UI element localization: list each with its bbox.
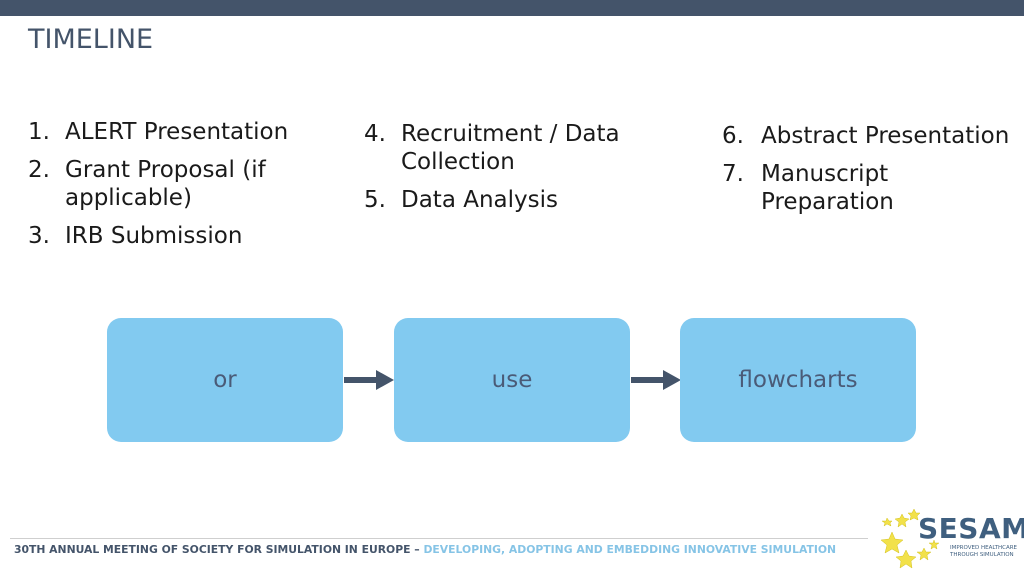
timeline-item: 2. Grant Proposal (if applicable) <box>28 156 318 212</box>
item-number: 2. <box>28 157 50 183</box>
tagline-line: IMPROVED HEALTHCARE <box>950 545 1018 551</box>
sesam-stars-logo-icon <box>880 508 940 569</box>
item-text: Grant Proposal (if applicable) <box>65 157 266 211</box>
timeline-item: 4. Recruitment / Data Collection <box>364 120 654 176</box>
flow-arrow-right-icon <box>344 370 394 390</box>
timeline-item: 5. Data Analysis <box>364 186 654 214</box>
tagline-line: THROUGH SIMULATION <box>950 552 1014 558</box>
item-text: Manuscript Preparation <box>761 161 894 215</box>
footer-conference: 30TH ANNUAL MEETING OF SOCIETY FOR SIMUL… <box>14 543 424 556</box>
item-number: 4. <box>364 121 386 147</box>
item-text: Data Analysis <box>401 187 558 213</box>
footer-theme: DEVELOPING, ADOPTING AND EMBEDDING INNOV… <box>423 543 837 556</box>
flow-box-label: use <box>491 367 533 393</box>
flow-arrow-right-icon <box>631 370 681 390</box>
timeline-item: 6. Abstract Presentation <box>722 122 1022 150</box>
timeline-item: 1. ALERT Presentation <box>28 118 318 146</box>
item-number: 1. <box>28 119 50 145</box>
flow-box-label: flowcharts <box>738 367 858 393</box>
footer-divider <box>10 538 868 539</box>
flow-box-or: or <box>107 318 343 442</box>
item-number: 3. <box>28 223 50 249</box>
sesam-logo-text: SESAM <box>918 512 1024 545</box>
timeline-item: 7. Manuscript Preparation <box>722 160 1022 216</box>
flow-box-use: use <box>394 318 630 442</box>
footer-text: 30TH ANNUAL MEETING OF SOCIETY FOR SIMUL… <box>14 543 836 556</box>
item-text: ALERT Presentation <box>65 119 289 145</box>
flow-box-label: or <box>213 367 237 393</box>
flow-box-flowcharts: flowcharts <box>680 318 916 442</box>
item-number: 7. <box>722 161 744 187</box>
item-text: Abstract Presentation <box>761 123 1010 149</box>
item-number: 5. <box>364 187 386 213</box>
slide-title: TIMELINE <box>28 24 154 55</box>
sesam-logo-tagline: IMPROVED HEALTHCARE THROUGH SIMULATION <box>950 545 1020 559</box>
timeline-list-column-3: 6. Abstract Presentation 7. Manuscript P… <box>722 122 1022 226</box>
item-text: IRB Submission <box>65 223 243 249</box>
top-header-bar <box>0 0 1024 16</box>
timeline-list-column-2: 4. Recruitment / Data Collection 5. Data… <box>364 120 654 224</box>
item-text: Recruitment / Data Collection <box>401 121 620 175</box>
timeline-list-column-1: 1. ALERT Presentation 2. Grant Proposal … <box>28 118 318 260</box>
timeline-item: 3. IRB Submission <box>28 222 318 250</box>
item-number: 6. <box>722 123 744 149</box>
